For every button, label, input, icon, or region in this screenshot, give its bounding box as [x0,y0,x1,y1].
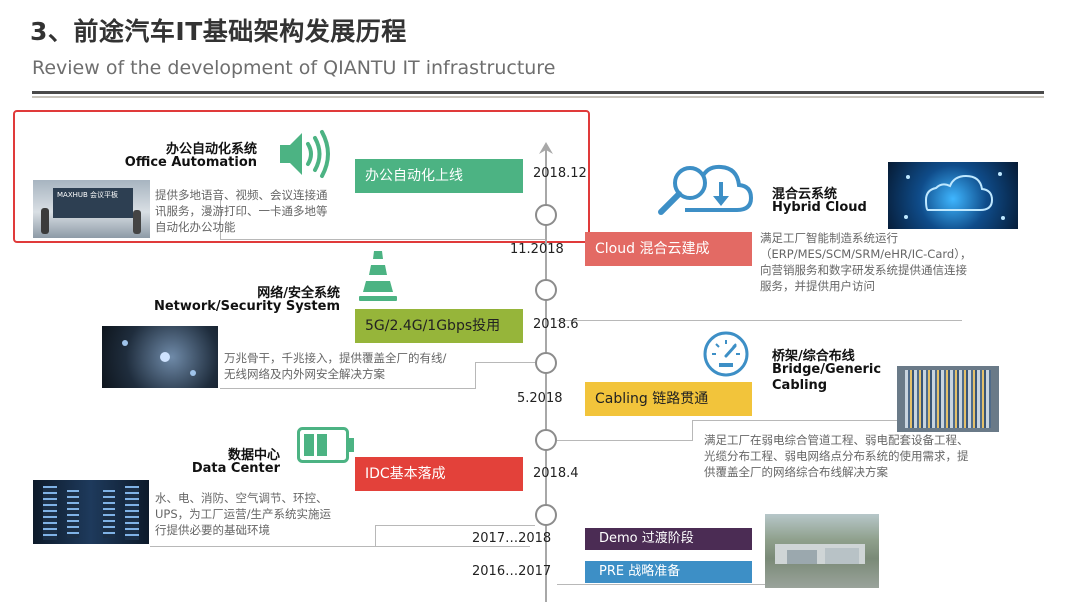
timeline-node-2 [535,279,557,301]
connector-line [475,362,476,389]
milestone-label: IDC基本落成 [365,466,446,482]
header-divider [32,91,1044,94]
section-title-en: Data Center [191,461,280,476]
section-title-cn: 数据中心 [227,448,280,463]
cloud-photo [888,162,1018,229]
connector-line [692,420,897,421]
datacenter-photo [33,480,149,544]
milestone-date: 11.2018 [510,242,564,257]
section-description: 满足工厂智能制造系统运行 （ERP/MES/SCM/SRM/eHR/IC-Car… [760,231,972,293]
section-description: 提供多地语音、视频、会议连接通 讯服务，漫游打印、一卡通多地等 自动化办公功能 [155,188,328,234]
section-title-en: Office Automation [124,155,257,170]
section-title-en: Bridge/Generic [772,362,882,377]
connector-line [375,525,376,547]
timeline-node-1 [535,204,557,226]
milestone-date: 2017…2018 [472,531,552,546]
battery-icon [297,427,354,463]
connector-line [557,320,962,321]
milestone-date: 2016…2017 [472,564,552,579]
connector-line [375,525,535,526]
speaker-icon [280,130,330,178]
connector-line [220,200,221,240]
section-title-cn: 桥架/综合布线 [772,349,855,364]
timeline-arrow-icon [539,142,553,154]
section-title-en: Network/Security System [153,299,340,314]
section-title-cn: 办公自动化系统 [165,142,257,157]
milestone-label: 5G/2.4G/1Gbps投用 [365,318,501,334]
milestone-label: PRE 战略准备 [599,564,681,579]
header-divider-light [32,96,1044,98]
section-description: 满足工厂在弱电综合管道工程、弱电配套设备工程、 光缆分布工程、弱电网络点分布系统… [704,433,969,479]
photo-caption: MAXHUB 会议平板 [57,191,119,199]
network-photo [102,326,218,388]
milestone-bar-pre: PRE 战略准备 [585,561,752,583]
connector-line [557,584,772,585]
signal-cone-icon [359,251,397,301]
section-title-en: Cabling [772,378,828,393]
connector-line [557,440,692,441]
highlight-frame [13,110,590,243]
section-description: 水、电、消防、空气调节、环控、 UPS，为工厂运营/生产系统实施运 行提供必要的… [155,491,332,537]
connector-line [220,239,545,240]
milestone-bar-network: 5G/2.4G/1Gbps投用 [355,309,523,343]
milestone-label: 办公自动化上线 [365,168,463,184]
milestone-date: 2018.6 [533,317,579,332]
connector-line [150,546,530,547]
timeline-node-3 [535,352,557,374]
section-title-cn: 混合云系统 [772,187,838,202]
milestone-date: 2018.12 [533,166,587,181]
milestone-label: Cloud 混合云建成 [595,241,710,257]
milestone-label: Cabling 链路贯通 [595,391,709,407]
factory-photo [765,514,879,588]
section-title-en: Hybrid Cloud [772,200,867,215]
connector-line [475,362,535,363]
page-title: 3、前途汽车IT基础架构发展历程 [30,17,407,46]
timeline-spine [545,150,547,602]
milestone-date: 2018.4 [533,466,579,481]
page-subtitle: Review of the development of QIANTU IT i… [32,57,556,79]
connector-line [220,388,475,389]
milestone-bar-cloud: Cloud 混合云建成 [585,232,752,266]
cabling-photo [897,366,999,432]
timeline-node-4 [535,429,557,451]
gauge-icon [703,331,749,377]
milestone-date: 5.2018 [517,391,563,406]
section-title-cn: 网络/安全系统 [257,286,340,301]
timeline-node-5 [535,504,557,526]
section-description: 万兆骨干，千兆接入，提供覆盖全厂的有线/ 无线网络及内外网安全解决方案 [224,351,447,381]
connector-line [692,420,693,441]
milestone-bar-demo: Demo 过渡阶段 [585,528,752,550]
milestone-bar-office-automation: 办公自动化上线 [355,159,523,193]
office-photo: MAXHUB 会议平板 [33,180,150,238]
milestone-bar-cabling: Cabling 链路贯通 [585,382,752,416]
milestone-bar-idc: IDC基本落成 [355,457,523,491]
milestone-label: Demo 过渡阶段 [599,531,694,546]
cloud-search-icon [658,164,754,215]
